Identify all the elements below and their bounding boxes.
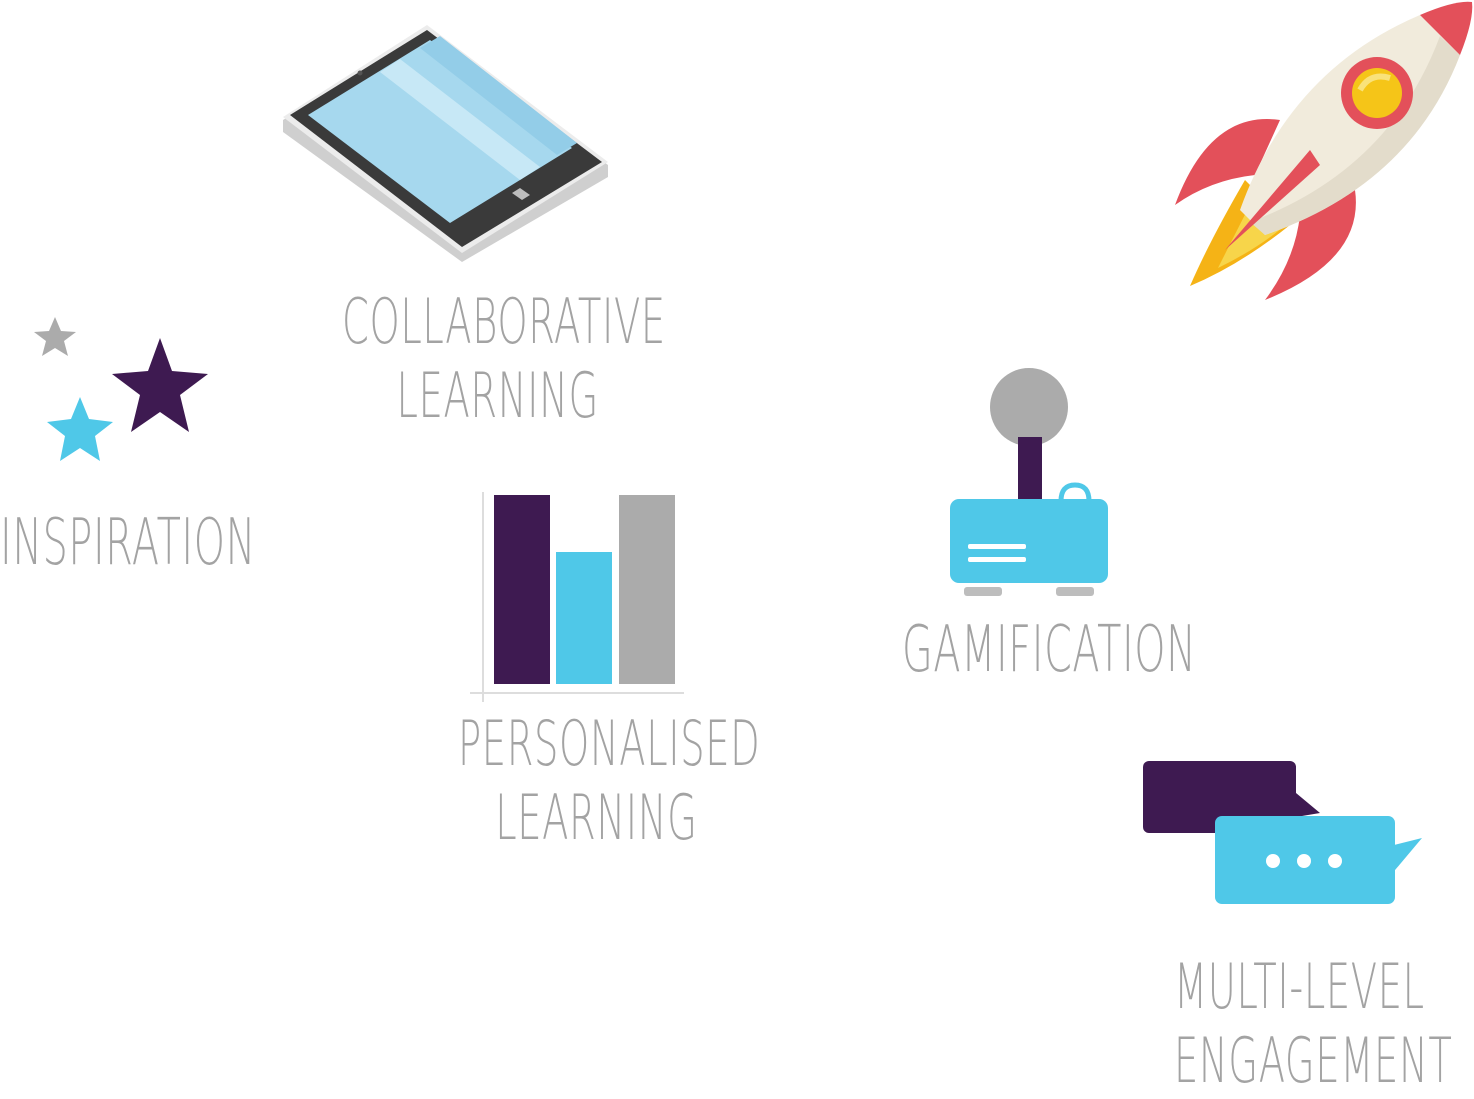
label-line: ENGAGEMENT: [1174, 1024, 1453, 1098]
label-line: LEARNING: [495, 781, 698, 855]
feature-label-gamification: GAMIFICATION: [902, 612, 1196, 689]
tablet-icon: [280, 25, 612, 263]
joystick-icon: [948, 367, 1112, 601]
bar-gray: [619, 495, 675, 684]
label-line: INSPIRATION: [0, 506, 256, 580]
stars-icon: [30, 315, 220, 465]
label-line: PERSONALISED: [458, 707, 761, 780]
bar-cyan: [556, 552, 612, 684]
feature-label-inspiration: INSPIRATION: [0, 505, 256, 582]
label-line: COLLABORATIVE: [342, 285, 666, 358]
label-line: LEARNING: [396, 359, 599, 433]
rocket-icon: [1170, 0, 1474, 302]
feature-label-collaborative: COLLABORATIVE LEARNING: [342, 285, 666, 434]
feature-label-engagement: MULTI-LEVEL ENGAGEMENT: [1174, 950, 1452, 1099]
label-line: GAMIFICATION: [902, 613, 1197, 687]
label-line: MULTI-LEVEL: [1174, 950, 1425, 1023]
bar-chart-icon: [468, 490, 688, 702]
feature-label-personalised: PERSONALISED LEARNING: [458, 707, 760, 856]
bar-purple: [494, 495, 550, 684]
chat-bubbles-icon: [1140, 758, 1424, 908]
